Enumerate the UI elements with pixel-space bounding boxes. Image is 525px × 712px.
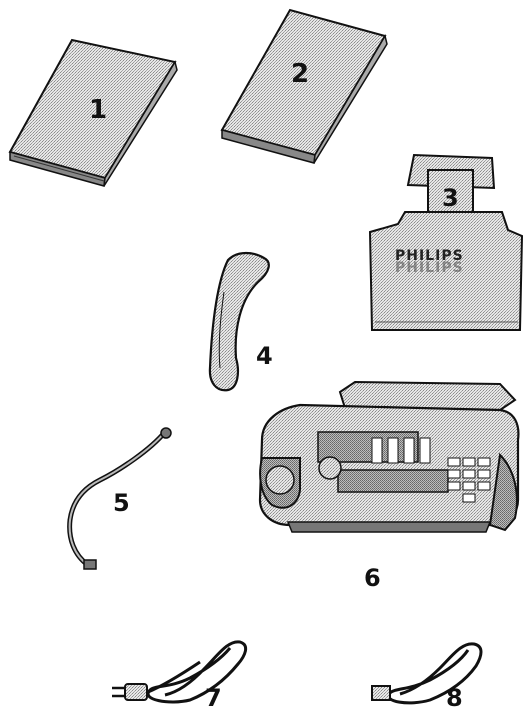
label-5: 5	[113, 489, 130, 517]
power-cord-illustration	[112, 642, 246, 702]
label-8: 8	[446, 684, 463, 712]
label-3: 3	[442, 184, 459, 212]
paper-support-brand-shadow: PHILIPS	[395, 260, 464, 276]
label-2: 2	[291, 59, 309, 89]
fax-machine-illustration	[260, 382, 518, 532]
paper-support-illustration: PHILIPS PHILIPS	[370, 155, 522, 330]
telephone-line-cord-illustration	[372, 644, 481, 703]
label-4: 4	[256, 342, 273, 370]
label-7: 7	[205, 684, 222, 712]
label-1: 1	[89, 95, 107, 125]
label-6: 6	[364, 564, 381, 592]
